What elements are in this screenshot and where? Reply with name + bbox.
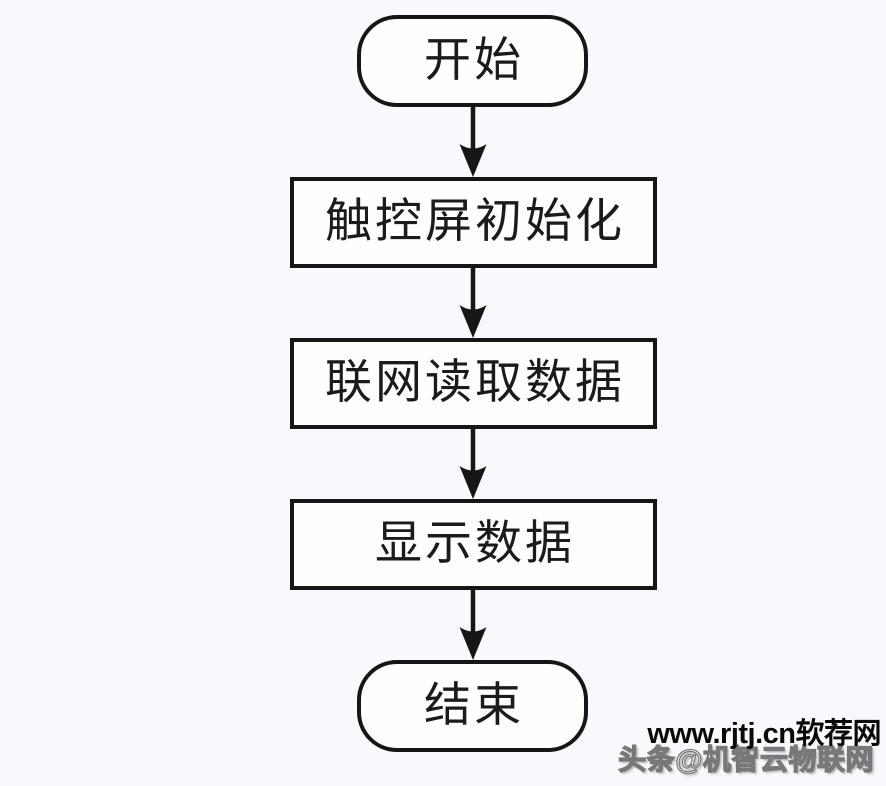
flow-node-label: 显示数据	[375, 518, 575, 570]
flow-node-network-read: 联网读取数据	[290, 338, 657, 429]
watermark-site-url: www.rjtj.cn软荐网	[647, 718, 881, 750]
flow-node-end: 结束	[357, 660, 588, 752]
watermark-credit: 头条@机智云物联网	[618, 743, 875, 775]
flow-node-start: 开始	[357, 15, 588, 107]
flow-node-label: 结束	[424, 679, 524, 732]
arrow-down-icon	[459, 105, 487, 177]
arrow-down-icon	[459, 588, 487, 660]
flow-node-init-touchscreen: 触控屏初始化	[290, 177, 657, 268]
flow-node-label: 触控屏初始化	[325, 196, 625, 248]
arrow-down-icon	[459, 266, 487, 338]
flow-node-label: 联网读取数据	[325, 357, 625, 409]
arrow-down-icon	[459, 427, 487, 499]
flow-node-display-data: 显示数据	[290, 499, 657, 590]
flow-node-label: 开始	[424, 34, 524, 87]
